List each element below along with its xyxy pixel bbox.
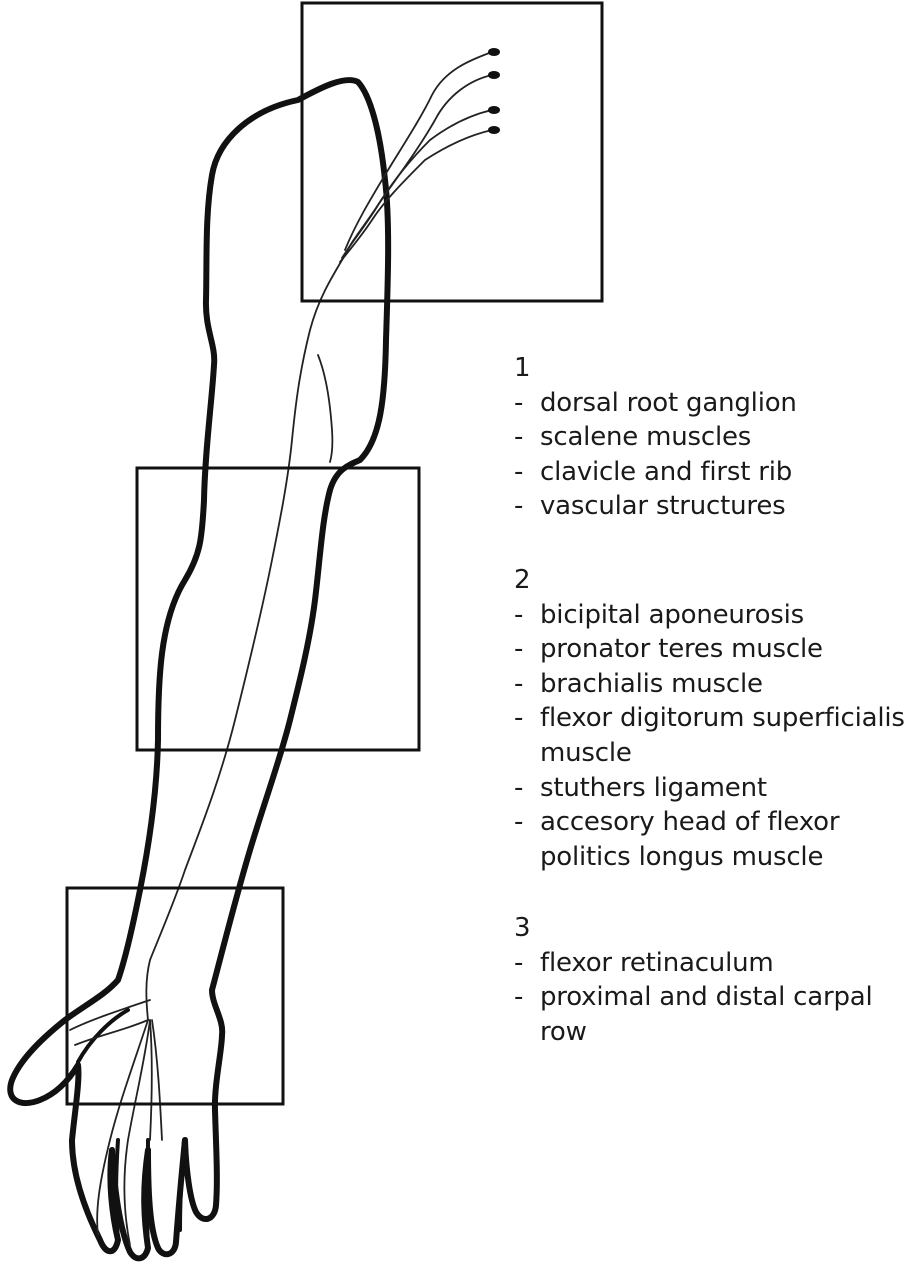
- zone-number: 2: [514, 565, 531, 595]
- finger-lines: [76, 1008, 186, 1250]
- zone-number: 3: [514, 913, 531, 943]
- zone-3-box: [65, 886, 285, 1106]
- zone-item-list: -dorsal root ganglion -scalene muscles -…: [514, 386, 919, 524]
- zone-item: -clavicle and first rib: [514, 455, 919, 490]
- zone-number: 1: [514, 353, 531, 383]
- zone-item-list: -flexor retinaculum -proximal and distal…: [514, 946, 919, 1050]
- zone-item: -bicipital aponeurosis: [514, 598, 919, 633]
- bullet-dash: -: [514, 982, 524, 1013]
- bullet-dash: -: [514, 422, 524, 453]
- zone-item-text: flexor digitorum superficialis muscle: [540, 703, 905, 768]
- zone-item: -stuthers ligament: [514, 771, 919, 806]
- zone-item-text: pronator teres muscle: [540, 634, 823, 665]
- bullet-dash: -: [514, 387, 524, 418]
- bullet-dash: -: [514, 491, 524, 522]
- bullet-dash: -: [514, 807, 524, 838]
- legend-zone-2: 2 -bicipital aponeurosis -pronator teres…: [514, 563, 919, 874]
- bullet-dash: -: [514, 772, 524, 803]
- zone-item: -flexor retinaculum: [514, 946, 919, 981]
- zone-item-text: brachialis muscle: [540, 668, 763, 699]
- bullet-dash: -: [514, 456, 524, 487]
- bullet-dash: -: [514, 668, 524, 699]
- zone-item-text: bicipital aponeurosis: [540, 599, 805, 630]
- zone-item-text: proximal and distal carpal row: [540, 982, 873, 1047]
- legend-zone-1: 1 -dorsal root ganglion -scalene muscles…: [514, 351, 919, 524]
- zone-item: -scalene muscles: [514, 420, 919, 455]
- legend-zone-3: 3 -flexor retinaculum -proximal and dist…: [514, 911, 919, 1049]
- bullet-dash: -: [514, 947, 524, 978]
- zone-item-text: vascular structures: [540, 491, 786, 522]
- nerve-root-ends: [488, 48, 500, 134]
- zone-1-box: [300, 1, 604, 303]
- median-nerve: [69, 51, 493, 1246]
- zone-item-text: flexor retinaculum: [540, 947, 774, 978]
- zone-item-text: scalene muscles: [540, 422, 752, 453]
- zone-item: -flexor digitorum superficialis muscle: [514, 701, 919, 770]
- bullet-dash: -: [514, 703, 524, 734]
- zone-item-text: dorsal root ganglion: [540, 387, 797, 418]
- zone-item: -pronator teres muscle: [514, 632, 919, 667]
- bullet-dash: -: [514, 634, 524, 665]
- zone-item: -proximal and distal carpal row: [514, 980, 919, 1049]
- bullet-dash: -: [514, 599, 524, 630]
- zone-item-text: stuthers ligament: [540, 772, 767, 803]
- zone-item: -brachialis muscle: [514, 667, 919, 702]
- zone-2-box: [135, 466, 421, 752]
- zone-item: -vascular structures: [514, 489, 919, 524]
- zone-item: -dorsal root ganglion: [514, 386, 919, 421]
- zone-item: -accesory head of flexor politics longus…: [514, 805, 919, 874]
- zone-item-text: accesory head of flexor politics longus …: [540, 807, 840, 872]
- zone-item-text: clavicle and first rib: [540, 456, 793, 487]
- zone-item-list: -bicipital aponeurosis -pronator teres m…: [514, 598, 919, 875]
